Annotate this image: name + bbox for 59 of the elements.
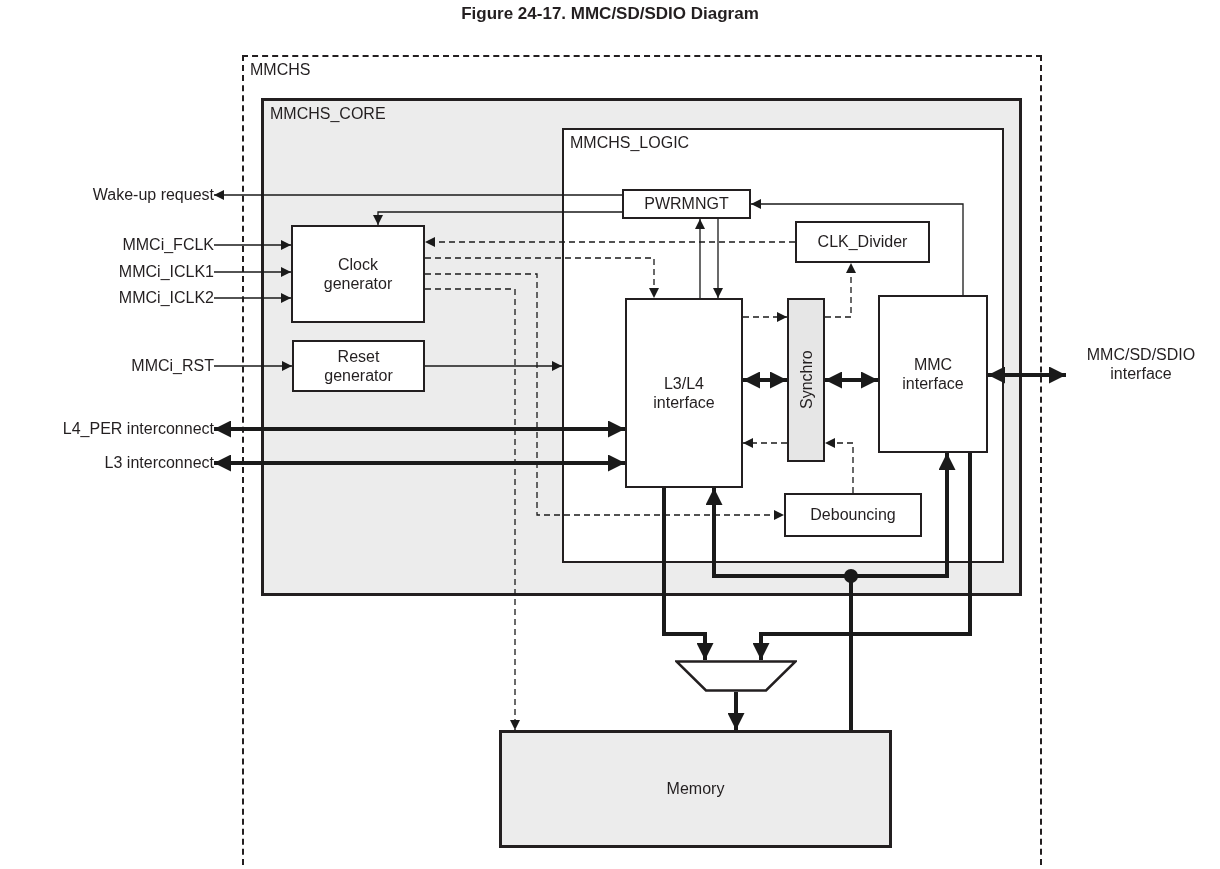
arrow xyxy=(695,218,705,299)
arrow xyxy=(742,312,788,322)
signal-label: L4_PER interconnect xyxy=(61,419,214,439)
arrow xyxy=(424,273,785,520)
block-label: CLK_Divider xyxy=(817,232,908,252)
arrow xyxy=(213,267,292,277)
core-block xyxy=(261,98,1022,596)
arrow xyxy=(213,190,623,200)
process-box xyxy=(878,295,988,453)
signal-label: MMCi_FCLK xyxy=(121,235,214,255)
arrow xyxy=(214,420,625,438)
process-box xyxy=(625,298,743,488)
block-label: Synchro xyxy=(796,350,816,410)
figure-title: Figure 24-17. MMC/SD/SDIO Diagram xyxy=(460,4,760,24)
arrow xyxy=(424,257,659,299)
process-box xyxy=(787,298,825,462)
block-label: Clock generator xyxy=(322,254,394,294)
arrow xyxy=(750,199,964,296)
block-title: MMCHS_CORE xyxy=(270,105,386,123)
arrow xyxy=(424,237,796,247)
arrow xyxy=(752,453,972,660)
process-box xyxy=(795,221,930,263)
process-box xyxy=(622,189,751,219)
block-label: L3/L4 interface xyxy=(652,373,716,413)
signal-label: MMC/SD/SDIO interface xyxy=(1085,344,1197,384)
arrow xyxy=(824,438,854,494)
block-title: MMCHS_LOGIC xyxy=(570,134,690,152)
process-box xyxy=(784,493,922,537)
block-label: Debouncing xyxy=(810,505,896,525)
signal-label: MMCi_ICLK1 xyxy=(117,262,214,282)
process-box xyxy=(291,225,425,323)
signal-label: MMCi_RST xyxy=(130,356,214,376)
memory-block xyxy=(499,730,892,848)
arrow xyxy=(727,692,745,730)
block-label: MMC interface xyxy=(901,354,965,394)
arrow xyxy=(214,454,625,472)
arrow xyxy=(424,361,563,371)
arrow xyxy=(742,438,788,448)
multiplexer-shape xyxy=(675,660,797,692)
signal-label: MMCi_ICLK2 xyxy=(117,288,214,308)
arrow xyxy=(713,218,723,299)
arrow xyxy=(424,288,520,731)
process-box xyxy=(292,340,425,392)
signal-label: L3 interconnect xyxy=(103,453,214,473)
block-label: PWRMNGT xyxy=(644,194,729,214)
signal-label: Wake-up request xyxy=(91,185,214,205)
arrow xyxy=(988,366,1066,384)
arrow xyxy=(824,262,856,318)
block-label: Memory xyxy=(666,779,725,799)
block-title: MMCHS xyxy=(250,61,311,79)
arrow xyxy=(825,371,878,389)
block-label: Reset generator xyxy=(323,346,394,386)
arrow xyxy=(662,488,714,660)
arrow xyxy=(213,240,292,250)
arrow xyxy=(373,211,623,226)
arrow xyxy=(743,371,787,389)
logic-block xyxy=(562,128,1004,563)
arrow xyxy=(213,361,293,371)
arrow xyxy=(213,293,292,303)
